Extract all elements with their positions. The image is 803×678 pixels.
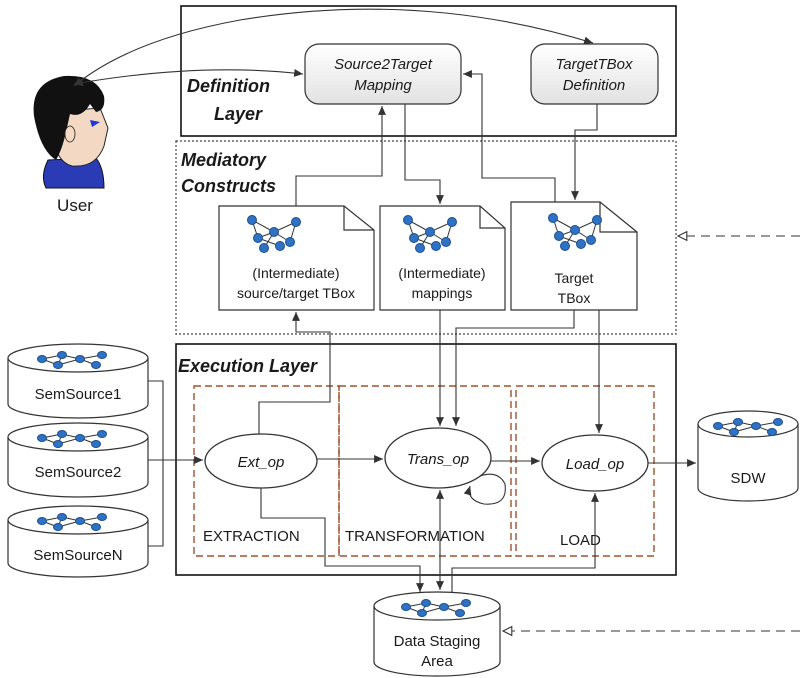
- user-label: User: [57, 196, 93, 215]
- data-staging-label-line2: Area: [421, 653, 453, 670]
- source2target-mapping-box[interactable]: [304, 43, 462, 105]
- arrow-extop-to-tbox: [258, 312, 331, 434]
- arrow-targettbox-to-mapping: [463, 70, 556, 202]
- load-zone-label: LOAD: [560, 532, 601, 549]
- sdw-db[interactable]: [697, 410, 799, 502]
- ext-op-label: Ext_op: [238, 454, 285, 471]
- semsource2-label: SemSource2: [35, 464, 122, 481]
- doc-intermediate-mappings[interactable]: [379, 205, 506, 311]
- trans-op-node[interactable]: [384, 427, 492, 489]
- arrow-target-to-transop: [452, 310, 575, 426]
- data-staging-label: Data Staging: [394, 633, 481, 650]
- user-avatar-icon: [33, 75, 109, 189]
- targettbox-definition-box[interactable]: [530, 43, 659, 105]
- doc-intermediate-mappings-label-line2: mappings: [412, 285, 473, 301]
- targettbox-definition-label-line2: Definition: [563, 77, 626, 94]
- definition-layer-title-line2: Layer: [214, 104, 263, 124]
- mediatory-constructs-title: Mediatory: [181, 150, 267, 170]
- doc-target-tbox-label-line2: TBox: [558, 290, 591, 306]
- doc-intermediate-mappings-label: (Intermediate): [398, 265, 485, 281]
- trans-op-label: Trans_op: [407, 451, 469, 468]
- semsource1-label: SemSource1: [35, 386, 122, 403]
- semsource1-db[interactable]: [7, 343, 149, 419]
- arrow-mapping-to-doc: [404, 104, 444, 204]
- extraction-zone: [193, 385, 340, 557]
- source2target-mapping-label-line2: Mapping: [354, 77, 412, 94]
- load-zone: [515, 385, 655, 557]
- doc-intermediate-tbox-label-line2: source/target TBox: [237, 285, 355, 301]
- semsource2-db[interactable]: [7, 422, 149, 498]
- definition-layer-title: Definition: [187, 76, 270, 96]
- extraction-zone-label: EXTRACTION: [203, 528, 300, 545]
- arrow-tboxdef-to-target: [571, 104, 598, 200]
- mediatory-constructs-title-line2: Constructs: [181, 176, 276, 196]
- arrow-extop-to-staging: [260, 488, 424, 592]
- targettbox-definition-label: TargetTBox: [556, 56, 633, 73]
- load-op-label: Load_op: [566, 456, 624, 473]
- doc-intermediate-tbox[interactable]: [218, 205, 375, 311]
- mediatory-constructs-box: [175, 140, 677, 335]
- semsourcen-label: SemSourceN: [33, 547, 122, 564]
- source2target-mapping-label: Source2Target: [334, 56, 433, 73]
- doc-intermediate-tbox-label: (Intermediate): [252, 265, 339, 281]
- doc-target-tbox[interactable]: [510, 201, 638, 311]
- source-bracket: [148, 380, 164, 547]
- arrow-tbox-to-mapping: [295, 106, 386, 206]
- arrow-user-tboxdef: [73, 8, 594, 87]
- semsourcen-db[interactable]: [7, 505, 149, 578]
- execution-layer-title: Execution Layer: [178, 356, 318, 376]
- arrow-transop-selfloop: [463, 473, 506, 505]
- arrow-staging-to-loadop: [451, 493, 599, 592]
- doc-target-tbox-label: Target: [555, 270, 594, 286]
- data-staging-area-db[interactable]: [373, 591, 501, 677]
- transformation-zone: [338, 385, 512, 557]
- sdw-label: SDW: [731, 470, 767, 487]
- transformation-zone-label: TRANSFORMATION: [345, 528, 485, 545]
